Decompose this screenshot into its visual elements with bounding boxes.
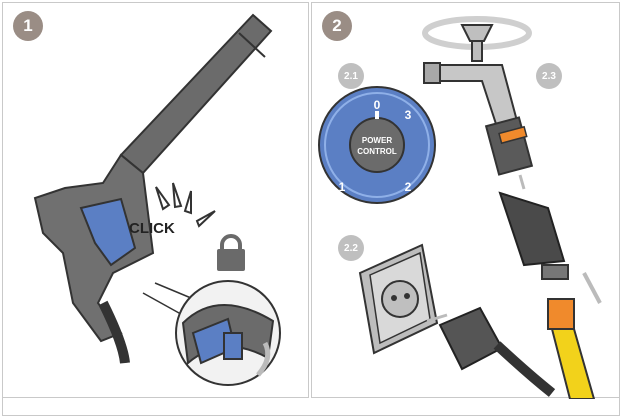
power-setup-illustration: POWER CONTROL 0 1 2 3: [318, 16, 602, 399]
click-label: CLICK: [129, 220, 175, 237]
dial-mark-0: 0: [374, 98, 381, 112]
step-1-panel: 1 CLICK: [2, 2, 309, 398]
hose-connector: [484, 116, 569, 280]
water-tap: [422, 16, 532, 129]
substep-2-1-badge: 2.1: [338, 63, 364, 89]
dial-label-line2: CONTROL: [357, 147, 397, 156]
dial-mark-3: 3: [405, 108, 412, 122]
down-arrow-icon: [518, 174, 526, 190]
click-burst-icon: [155, 182, 216, 228]
bottom-strip: [2, 398, 620, 416]
wall-socket: [358, 243, 439, 355]
garden-hose: [547, 272, 602, 399]
step-1-badge: 1: [13, 11, 43, 41]
right-arrow-icon: [426, 313, 448, 323]
lance-tube: [119, 13, 273, 175]
power-control-dial: POWER CONTROL 0 1 2 3: [318, 86, 436, 204]
dial-mark-1: 1: [339, 180, 346, 194]
gun-body: [33, 153, 155, 343]
dial-label-line1: POWER: [362, 136, 392, 145]
spray-gun-illustration: CLICK: [33, 13, 281, 386]
step-2-badge: 2: [322, 11, 352, 41]
dial-mark-2: 2: [405, 180, 412, 194]
step-2-panel: 2 2.1 2.2 2.3 POWER CONTROL 0 1 2 3: [311, 2, 620, 399]
substep-2-3-badge: 2.3: [536, 63, 562, 89]
power-plug: [426, 306, 556, 397]
lock-icon: [217, 234, 245, 271]
substep-2-2-badge: 2.2: [338, 235, 364, 261]
grip-insert: [79, 197, 137, 267]
rotate-arrow-icon: [256, 341, 271, 377]
